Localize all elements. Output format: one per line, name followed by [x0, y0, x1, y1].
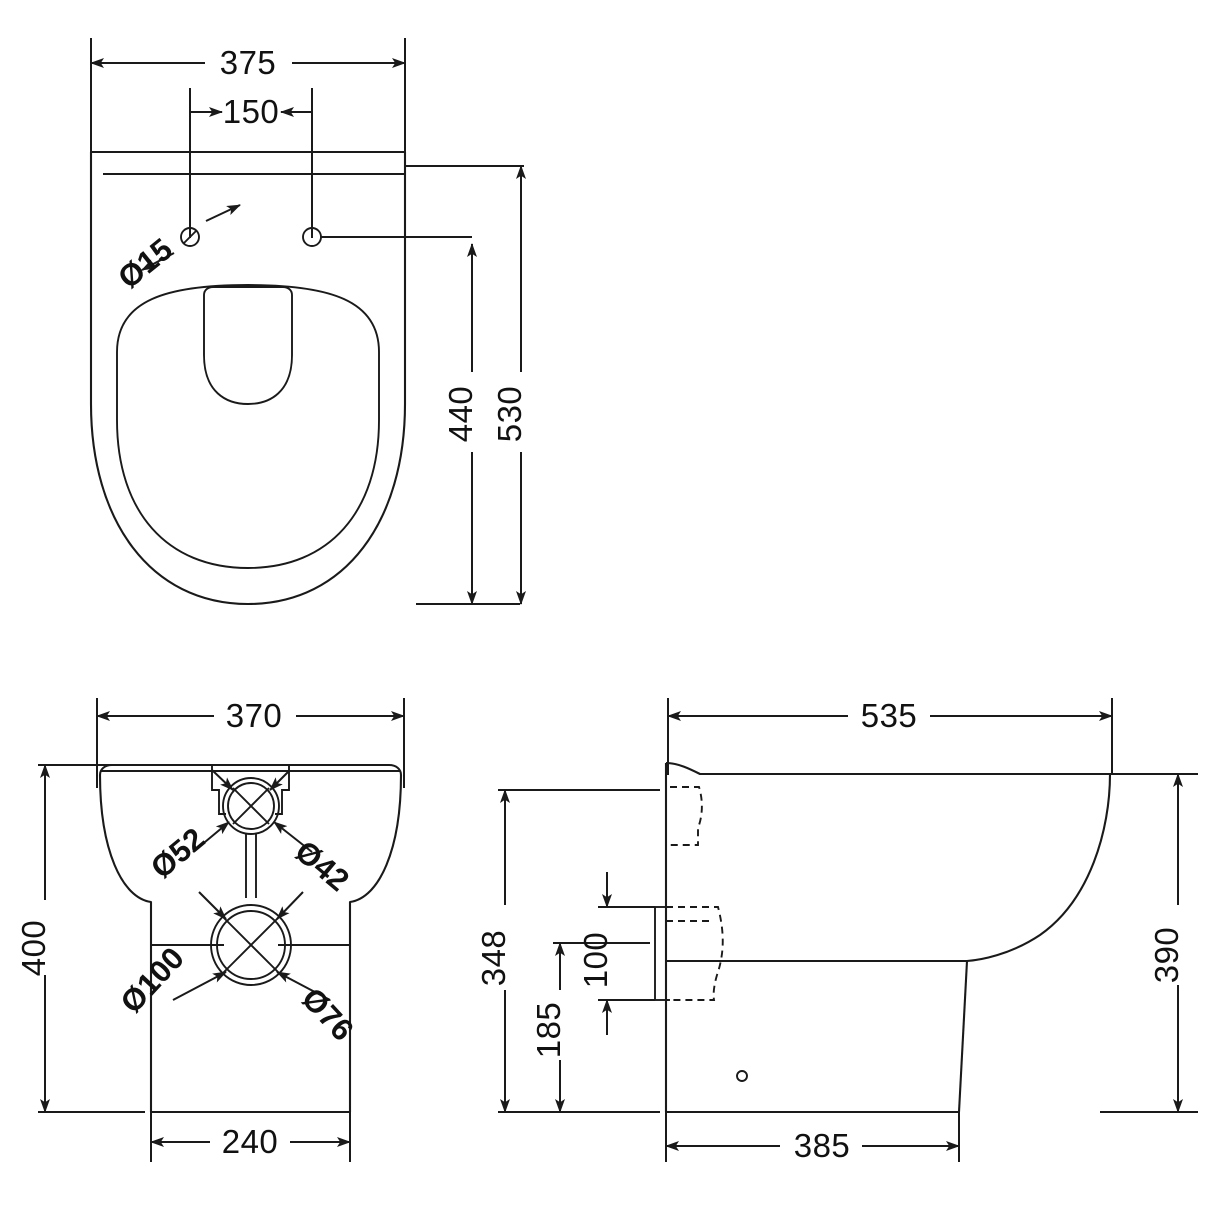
dimension-390: 390	[1100, 773, 1198, 1113]
hidden-detail-lower	[654, 906, 724, 1001]
dimension-label-375: 375	[220, 44, 277, 81]
dimension-label-dia52: Ø52	[144, 821, 211, 885]
flush-inlet-circles	[211, 766, 290, 898]
dimension-375: 375	[90, 38, 406, 152]
pedestal-hole	[736, 1070, 748, 1082]
dimension-label-440: 440	[442, 386, 479, 443]
dimension-385: 385	[665, 1105, 960, 1164]
leader-dia52: Ø52	[144, 769, 234, 885]
dimension-label-535: 535	[861, 697, 918, 734]
dimension-label-348: 348	[475, 930, 512, 987]
dimension-185: 185	[530, 942, 650, 1113]
dimension-label-185: 185	[530, 1002, 567, 1059]
fixing-hole-left: Ø15	[111, 204, 241, 295]
fixing-hole-right	[302, 227, 472, 247]
leader-dia100: Ø100	[114, 891, 227, 1020]
dimension-label-150: 150	[223, 93, 280, 130]
dimension-440: 440	[416, 243, 520, 605]
dimension-label-dia15: Ø15	[111, 231, 179, 295]
dimension-label-530: 530	[491, 386, 528, 443]
hidden-detail-upper	[670, 786, 703, 846]
dimension-370: 370	[96, 697, 405, 788]
plan-outline	[89, 150, 407, 606]
dimension-label-390: 390	[1148, 927, 1185, 984]
dimension-400: 400	[15, 764, 145, 1113]
rear-outline	[98, 763, 403, 1114]
waste-outlet-circles	[210, 904, 292, 986]
dimension-label-dia42: Ø42	[289, 834, 356, 898]
dimension-100: 100	[577, 872, 655, 1035]
dimension-530: 530	[405, 165, 528, 605]
rear-elevation-view: 370	[15, 697, 405, 1162]
dimension-535: 535	[667, 697, 1113, 775]
dimension-label-240: 240	[222, 1123, 279, 1160]
dimension-label-385: 385	[794, 1127, 851, 1164]
dimension-label-100: 100	[577, 932, 614, 989]
dimension-150: 150	[189, 88, 313, 238]
side-outline	[664, 761, 1112, 1114]
side-elevation-view: 535	[475, 697, 1198, 1164]
dimension-240: 240	[150, 1105, 351, 1162]
dimension-label-dia100: Ø100	[114, 940, 191, 1019]
dimension-label-370: 370	[226, 697, 283, 734]
dimension-348: 348	[475, 789, 660, 1113]
plan-view: 375 150	[89, 38, 528, 606]
dimension-label-400: 400	[15, 920, 52, 977]
leader-dia76: Ø76	[276, 891, 360, 1048]
